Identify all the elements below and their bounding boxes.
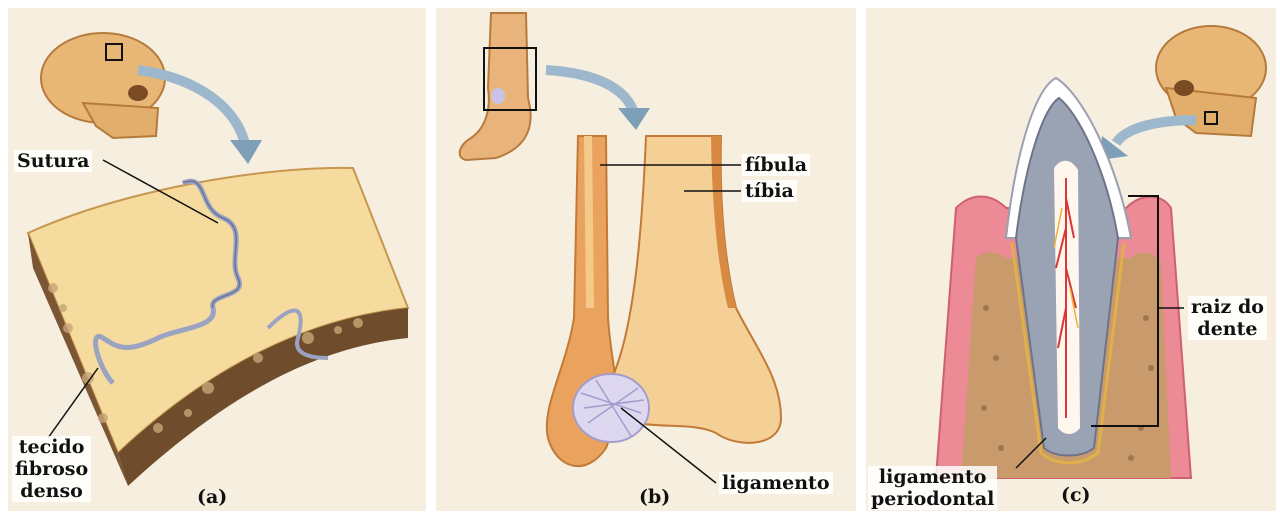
label-periodontal-line1: ligamento <box>871 466 994 488</box>
label-ligamento-periodontal: ligamento periodontal <box>868 466 997 510</box>
label-raiz-do-dente: raiz do dente <box>1188 296 1267 340</box>
label-tecido-line2: fibroso <box>15 458 88 480</box>
label-tibia: tíbia <box>742 180 797 202</box>
label-raiz-line1: raiz do <box>1191 296 1264 318</box>
foot-icon <box>460 13 536 160</box>
zoom-arrow <box>1116 120 1196 143</box>
skull-icon <box>41 33 165 138</box>
label-sutura: Sutura <box>14 150 92 172</box>
label-fibula: fíbula <box>742 154 810 176</box>
panel-gomphosis: raiz do dente ligamento periodontal (c) <box>866 8 1276 511</box>
caption-a: (a) <box>194 486 230 508</box>
label-periodontal-line2: periodontal <box>871 488 994 510</box>
zoom-arrow <box>546 70 634 113</box>
panel-syndesmosis: fíbula tíbia ligamento (b) <box>436 8 856 511</box>
caption-c: (c) <box>1058 484 1094 506</box>
label-ligamento: ligamento <box>719 472 833 494</box>
label-tecido-line3: denso <box>15 480 88 502</box>
label-tecido-fibroso-denso: tecido fibroso denso <box>12 436 91 502</box>
panel-suture: Sutura tecido fibroso denso (a) <box>8 8 426 511</box>
gomphosis-illustration <box>866 8 1276 511</box>
caption-b: (b) <box>636 486 673 508</box>
syndesmosis-illustration <box>436 8 856 511</box>
label-tecido-line1: tecido <box>15 436 88 458</box>
ligament-fibers <box>573 374 649 442</box>
label-raiz-line2: dente <box>1191 318 1264 340</box>
